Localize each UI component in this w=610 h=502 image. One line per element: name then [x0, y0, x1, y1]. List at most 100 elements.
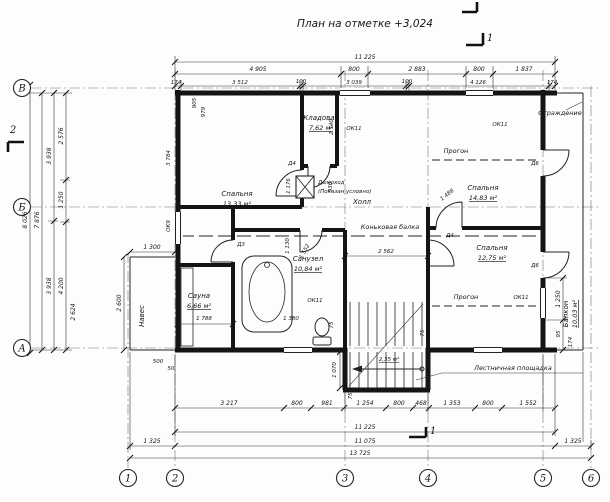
chimney-symbol: [295, 175, 315, 199]
axis-col-label-6: 6: [588, 474, 595, 485]
axis-row-label-3: А: [17, 344, 26, 355]
section-mark-strokes: [6, 2, 485, 439]
dimension-texts: 11 225 4 905 800 2 883 800 1 837 174 3 5…: [22, 54, 582, 457]
dim-left-3938b: 3 938: [46, 277, 53, 294]
dim-right-1250: 1 250: [555, 290, 562, 307]
dim-ticks-top: [171, 58, 559, 90]
dim-bottom1-5: 468: [415, 400, 427, 407]
windows: [173, 88, 548, 355]
dim-left-2624: 2 624: [70, 303, 77, 320]
axis-col-label-5: 5: [540, 474, 546, 485]
room-area-sauna: 6,66 м²: [187, 302, 211, 310]
window-gap-ok9: [173, 212, 183, 244]
dim-bottom1-3: 1 254: [356, 400, 373, 407]
axis-markers: В Б А 1 2 3 4 5 6: [12, 78, 601, 488]
window-5-lines: [540, 288, 546, 318]
dim-right-95: 95: [556, 330, 562, 337]
dim-row2-3: 800: [473, 66, 485, 73]
room-area-balkon: 10,03 м²: [571, 300, 579, 329]
room-area-kladovaya: 7,62 м²: [309, 124, 333, 132]
dim-bottom-11225: 11 225: [355, 424, 376, 431]
dim-int-1380: 1 380: [283, 316, 299, 322]
dim-bottom1-7: 800: [482, 400, 494, 407]
axis-row-label-1: В: [17, 84, 25, 95]
room-name-balkon: Балкон: [562, 300, 570, 327]
dim-naves-height: 2 600: [116, 294, 123, 311]
dim-int-1486: 1 486: [439, 188, 455, 203]
dim-bottom1-1: 800: [291, 400, 303, 407]
interior-walls: [178, 93, 543, 350]
dim-bottom3-1: 11 075: [355, 438, 376, 445]
dim-bottom3-2: 1 325: [564, 438, 581, 445]
mark-d4-left: Д4: [287, 161, 296, 167]
interior-wall-path: [178, 93, 543, 350]
room-name-sauna: Сауна: [188, 292, 210, 300]
window-gap-3: [284, 345, 312, 355]
canopy-outline: [129, 256, 175, 351]
mark-ok11-kladovaya: ОК11: [346, 126, 361, 132]
dim-left-1250: 1 250: [58, 191, 65, 208]
axis-row-label-2: Б: [17, 203, 26, 214]
axis-circle-col-3: [335, 468, 355, 488]
room-labels: Спальня 13,33 м² Кладовая 7,62 м² Спальн…: [138, 114, 579, 363]
window-gap-1: [340, 88, 370, 98]
dim-bottom1-2: 981: [321, 400, 332, 407]
axis-circle-row-b: [12, 197, 32, 217]
mark-ok11-sanuzel: ОК11: [307, 298, 322, 304]
dim-pier-979: 979: [201, 106, 207, 117]
dim-row3-4: 100: [402, 79, 413, 85]
toilet-tank: [312, 336, 332, 346]
window-3-lines: [284, 347, 312, 353]
room-name-hall: Холл: [352, 198, 372, 206]
mark-ok11-spalnya3: ОК11: [513, 295, 528, 301]
stair-arrow-start: [419, 366, 425, 372]
window-4-lines: [474, 347, 502, 353]
beams-dashed: [180, 159, 541, 307]
dim-int-3784: 3 784: [166, 150, 172, 166]
section-marks: 1 1 2: [6, 2, 493, 439]
window-gap-5: [538, 288, 548, 318]
dim-left-2576: 2 576: [58, 127, 65, 144]
dim-int-1130: 1 130: [285, 238, 291, 254]
window-ok9-lines: [175, 212, 181, 244]
dim-left-50: 50: [168, 366, 175, 372]
axis-circle-col-4: [418, 468, 438, 488]
section-label-left: 2: [9, 125, 16, 136]
bathtub-drain: [264, 262, 270, 268]
dim-row2-4: 1 837: [515, 66, 532, 73]
dim-row2-0: 4 905: [249, 66, 266, 73]
mark-ok9: ОК9: [166, 220, 172, 232]
dim-int-1070: 1 070: [332, 362, 338, 378]
mark-ok11-top-right: ОК11: [492, 122, 507, 128]
mark-d6-bottom: Д6: [530, 263, 539, 269]
balcony-lines: [557, 92, 584, 351]
room-name-sanuzel: Санузел: [293, 255, 324, 263]
dim-int-1176: 1 176: [286, 178, 292, 194]
label-lestnichnaya: Лестничная площадка: [473, 364, 552, 372]
bathtub: [241, 255, 293, 333]
stair-treads-upper: [349, 302, 423, 346]
dim-ticks-bottom: [126, 404, 595, 462]
label-konkovaya-balka: Коньковая балка: [361, 223, 419, 231]
dim-left-7876: 7 876: [34, 211, 41, 228]
stair-arrow-head: [352, 365, 362, 373]
label-dymohod-note: (Показан условно): [318, 189, 372, 195]
dim-row3-3: 3 039: [346, 80, 362, 86]
dim-bottom1-0: 3 217: [220, 400, 237, 407]
staircase: [348, 101, 583, 388]
axis-circle-col-2: [165, 468, 185, 488]
canopy-lines: [129, 256, 175, 351]
section-label-top: 1: [487, 33, 493, 44]
room-area-spalnya2: 14,83 м²: [469, 194, 498, 202]
balcony-outline: [557, 92, 584, 351]
dim-bottom1-6: 1 353: [443, 400, 460, 407]
dim-row3-6: 174: [547, 80, 558, 86]
dim-naves-width: 1 300: [143, 244, 160, 251]
axis-circle-col-1: [118, 468, 138, 488]
dim-int-2540: 2 540: [329, 119, 335, 135]
dim-right-174: 174: [568, 336, 574, 347]
drawing-title: План на отметке +3,024: [297, 18, 433, 30]
window-2-lines: [466, 90, 493, 96]
annotation-labels: Ограждение Прогон Прогон Дымоход (Показа…: [317, 109, 582, 372]
landing-area: 2,35 м²: [379, 356, 400, 363]
